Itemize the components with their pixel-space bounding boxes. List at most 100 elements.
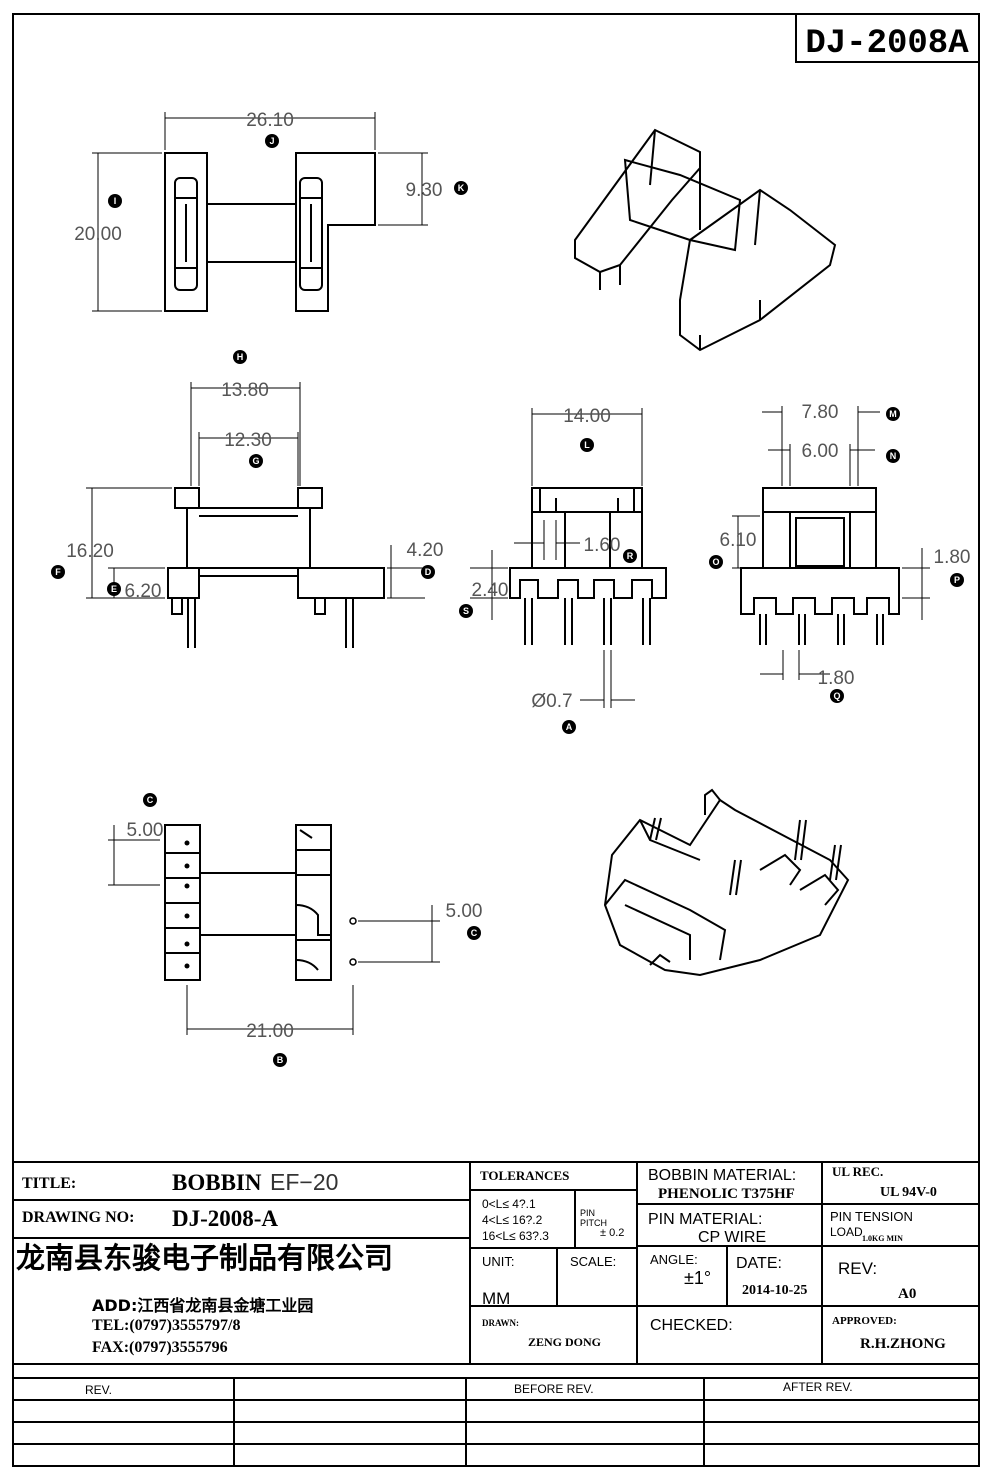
callout-g: G [249,454,263,468]
before-rev-header: BEFORE REV. [514,1382,594,1396]
pin-pitch-label-1: PIN [580,1208,595,1218]
after-rev-header: AFTER REV. [783,1380,853,1394]
dim-end-height: 6.10 [720,530,757,551]
dim-side-height: 16.20 [66,541,114,562]
callout-b-label: B [277,1055,284,1065]
front-view [509,487,667,645]
dim-bottom-pitch-right: 5.00 [446,901,483,922]
tolerance-2: 4<L≤ 16?.2 [482,1213,543,1227]
dim-front-step: 1.60 [584,535,621,556]
callout-p-label: P [954,575,960,585]
callout-q-label: Q [833,691,840,701]
date-label: DATE: [736,1255,782,1272]
dim-side-flange: 4.20 [407,540,444,561]
title-block-lines [13,1161,979,1466]
rev-value: A0 [898,1286,916,1302]
callout-d: D [421,565,435,579]
dim-top-height: 20.00 [74,224,122,245]
end-view [740,487,900,645]
drawing-no-value: DJ-2008-A [172,1206,278,1231]
callout-f-label: F [55,567,61,577]
drawn-label: DRAWN: [482,1318,519,1328]
callout-j-label: J [269,136,274,146]
drawn-value: ZENG DONG [528,1335,601,1349]
dim-end-outer: 7.80 [802,402,839,423]
drawing-no-label: DRAWING NO: [22,1209,134,1226]
dim-end-pin-pitch: 1.80 [818,668,855,689]
callout-m: M [886,407,900,421]
approved-value: R.H.ZHONG [860,1336,946,1352]
rev-label: REV: [838,1259,877,1278]
dim-bottom-span: 21.00 [246,1021,294,1042]
callout-q: Q [830,689,844,703]
checked-label: CHECKED: [650,1317,733,1334]
angle-value: ±1° [684,1268,711,1288]
callout-c-right-label: C [471,928,478,938]
company-address: ADD:江西省龙南县金塘工业园 [92,1296,313,1315]
tolerances-label: TOLERANCES [480,1168,569,1183]
unit-value: MM [482,1289,510,1308]
callout-o: O [709,555,723,569]
dim-bottom-pitch-left: 5.00 [127,820,164,841]
callout-k: K [454,181,468,195]
drawing-id: DJ-2008A [805,25,969,63]
callout-g-label: G [252,456,259,466]
sheet-border [12,13,980,1467]
callout-m-label: M [889,409,897,419]
callout-e: E [107,582,121,596]
date-value: 2014-10-25 [742,1283,807,1298]
callout-f: F [51,565,65,579]
tolerance-3: 16<L≤ 63?.3 [482,1229,549,1243]
pin-tension-value: 1.0KG MIN [862,1234,903,1243]
drawing-id-box: DJ-2008A [795,13,980,63]
callout-h: H [233,350,247,364]
callout-b: B [273,1053,287,1067]
callout-l: L [580,438,594,452]
scale-label: SCALE: [570,1254,616,1269]
bottom-view [164,824,332,981]
iso-view-bottom [603,788,850,977]
title-block-text: TITLE: BOBBIN EF−20 DRAWING NO: DJ-2008-… [16,1164,946,1397]
bobbin-material-label: BOBBIN MATERIAL: [648,1167,796,1184]
angle-label: ANGLE: [650,1252,698,1267]
callout-d-label: D [425,567,432,577]
top-view-dims [92,112,428,312]
callout-c-top: C [143,793,157,807]
bottom-view-pins [184,840,357,969]
title-value: EF−20 [270,1169,338,1195]
dim-side-inner: 12.30 [224,430,272,451]
callout-s: S [459,604,473,618]
ul-rec-label: UL REC. [832,1164,883,1179]
unit-label: UNIT: [482,1254,515,1269]
callout-i: I [108,194,122,208]
rev-column-header: REV. [85,1383,112,1397]
pin-material-label: PIN MATERIAL: [648,1211,762,1228]
dim-top-step: 9.30 [406,180,443,201]
callout-e-label: E [111,584,117,594]
dim-front-pin-dia: Ø0.7 [531,691,572,712]
callout-i-label: I [114,196,117,206]
company-tel: TEL:(0797)3555797/8 [92,1317,240,1334]
callout-l-label: L [584,440,590,450]
callout-k-label: K [458,183,465,193]
callout-h-label: H [237,352,244,362]
top-view [164,152,376,312]
title-bold: BOBBIN [172,1170,262,1195]
callout-c-top-label: C [147,795,154,805]
pin-pitch-label-2: PITCH [580,1218,607,1228]
callout-c-right: C [467,926,481,940]
callout-p: P [950,573,964,587]
callout-r: R [623,549,637,563]
ul-rec-value: UL 94V-0 [880,1185,937,1200]
callout-a-label: A [566,722,573,732]
bobbin-material-value: PHENOLIC T375HF [658,1186,795,1202]
approved-label: APPROVED: [832,1315,897,1327]
dim-front-width: 14.00 [563,406,611,427]
side-view-dims [86,382,425,599]
callout-n-label: N [890,451,897,461]
pin-material-value: CP WIRE [698,1229,766,1246]
callout-j: J [265,134,279,148]
callout-n: N [886,449,900,463]
tolerance-1: 0<L≤ 4?.1 [482,1197,536,1211]
bottom-view-dims [108,825,440,1035]
